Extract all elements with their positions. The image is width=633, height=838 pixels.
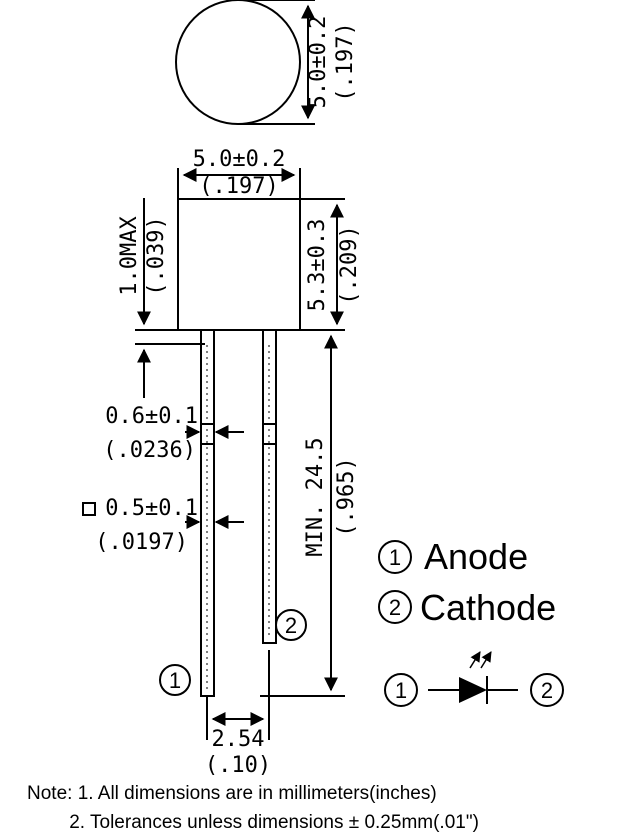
- width-in: (.197): [199, 174, 278, 199]
- legend-pin2-number: 2: [389, 595, 401, 620]
- lead-square-mm: 0.5±0.1: [105, 496, 198, 521]
- symbol-pin1-circle: [384, 673, 418, 707]
- flange-in: (.039): [144, 216, 169, 295]
- diode-icon: [459, 677, 487, 703]
- note-line-1: Note: 1. All dimensions are in millimete…: [27, 783, 437, 804]
- legend-anode-label: Anode: [424, 536, 528, 577]
- top-dia-mm: 5.0±0.2: [306, 16, 331, 109]
- symbol-pin1-number: 1: [395, 678, 407, 703]
- symbol-pin2-number: 2: [541, 678, 553, 703]
- lead-square-in: (.0197): [95, 530, 188, 555]
- lens-body: [177, 198, 301, 331]
- legend-pin1-number: 1: [389, 545, 401, 570]
- pitch-mm: 2.54: [212, 727, 265, 752]
- square-lead-icon: [82, 502, 96, 516]
- pitch-in: (.10): [205, 753, 271, 778]
- legend-pin2-circle: [378, 590, 412, 624]
- note-line-2: 2. Tolerances unless dimensions ± 0.25mm…: [27, 812, 479, 833]
- symbol-pin2-circle: [530, 673, 564, 707]
- top-view-outline: [175, 0, 301, 125]
- height-mm: 5.3±0.3: [305, 219, 330, 312]
- lead-cathode: [262, 329, 277, 644]
- pin1-marker-number: 1: [169, 668, 181, 693]
- height-in: (.209): [337, 225, 362, 304]
- flange-mm: 1.0MAX: [117, 216, 142, 296]
- lead-length-in: (.965): [334, 457, 359, 536]
- top-dia-in: (.197): [333, 22, 358, 101]
- pin2-marker-number: 2: [285, 613, 297, 638]
- width-mm: 5.0±0.2: [193, 147, 286, 172]
- legend-pin1-circle: [378, 540, 412, 574]
- pin2-marker-circle: [275, 609, 307, 641]
- lead-length-mm: MIN. 24.5: [303, 437, 328, 556]
- legend-cathode-label: Cathode: [420, 587, 556, 628]
- lead-dia-in: (.0236): [103, 438, 196, 463]
- lead-dia-mm: 0.6±0.1: [105, 404, 198, 429]
- pin1-marker-circle: [159, 664, 191, 696]
